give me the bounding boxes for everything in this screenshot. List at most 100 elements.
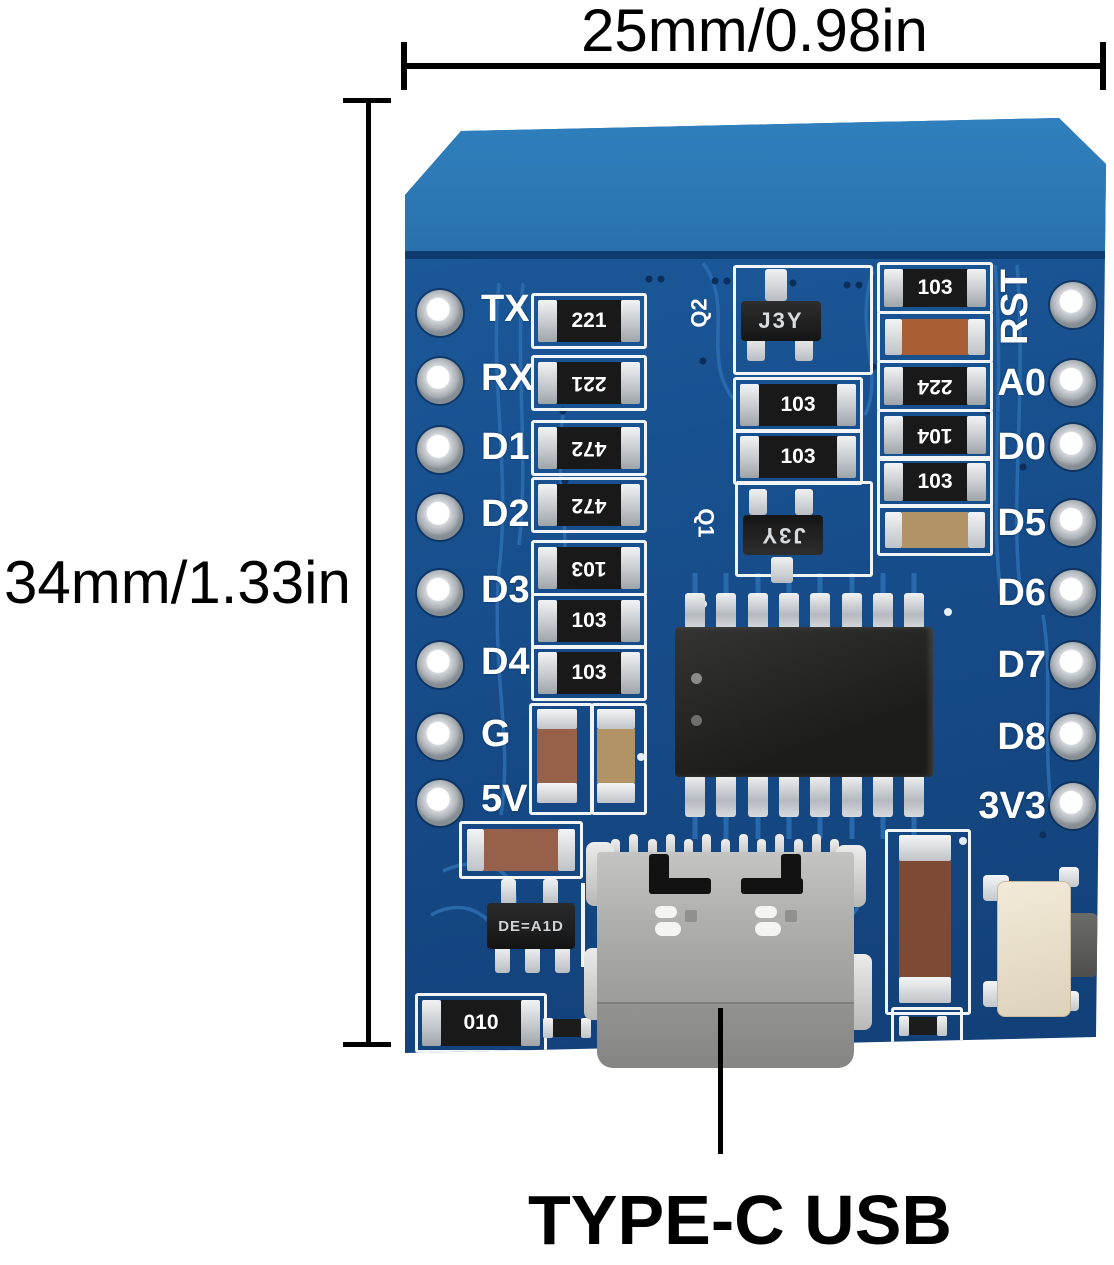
height-dimension-tick-bottom bbox=[343, 1042, 391, 1047]
type-c-connector bbox=[597, 852, 854, 1068]
transistor-pin bbox=[795, 335, 813, 361]
pin-label-d7: D7 bbox=[997, 644, 1046, 686]
pin-label-d0: D0 bbox=[997, 426, 1046, 468]
smd-component bbox=[899, 1013, 949, 1039]
usb-weld-dot bbox=[755, 922, 781, 936]
chip-pin bbox=[842, 593, 862, 629]
pin-hole-d6 bbox=[1050, 570, 1096, 616]
pin-hole-d0 bbox=[1050, 424, 1096, 470]
regulator-pin bbox=[501, 879, 516, 905]
chip-pin bbox=[810, 775, 830, 817]
pin-hole-rx bbox=[417, 358, 463, 404]
usb-weld-mark bbox=[685, 910, 697, 922]
usb-shell-lower bbox=[597, 1002, 854, 1068]
smd-code: 221 bbox=[557, 362, 621, 404]
pin-label-3v3: 3V3 bbox=[978, 785, 1046, 827]
smd-capacitor bbox=[885, 829, 971, 1015]
pin-label-rx: RX bbox=[481, 357, 534, 399]
smd-resistor: 103 bbox=[733, 377, 863, 433]
usb-pins bbox=[611, 834, 839, 864]
regulator-pin bbox=[543, 879, 558, 905]
usb-weld-mark bbox=[785, 910, 797, 922]
pin-label-d6: D6 bbox=[997, 572, 1046, 614]
smd-capacitor bbox=[537, 709, 577, 803]
smd-resistor: 103 bbox=[877, 456, 993, 508]
pin-hole-d1 bbox=[417, 427, 463, 473]
chip-pin bbox=[748, 775, 768, 817]
transistor-pin bbox=[749, 489, 767, 515]
antenna-region bbox=[405, 118, 1106, 259]
chip-pin bbox=[873, 593, 893, 629]
pin-label-5v: 5V bbox=[481, 778, 528, 820]
chip-pin bbox=[716, 593, 736, 629]
smd-resistor: 224 bbox=[877, 360, 993, 412]
pin-hole-d2 bbox=[417, 494, 463, 540]
transistor-q2: J3Y bbox=[741, 301, 821, 341]
pin-hole-d8 bbox=[1050, 714, 1096, 760]
pin-hole-d3 bbox=[417, 570, 463, 616]
smd-code: 472 bbox=[557, 427, 621, 469]
smd-resistor: 103 bbox=[531, 540, 647, 596]
soic16-chip bbox=[675, 627, 933, 777]
smd-capacitor bbox=[877, 311, 993, 363]
pin-hole-a0 bbox=[1050, 360, 1096, 406]
smd-capacitor bbox=[597, 709, 635, 803]
pin-hole-d7 bbox=[1050, 642, 1096, 688]
pin-hole-d5 bbox=[1050, 500, 1096, 546]
height-dimension-label: 34mm/1.33in bbox=[4, 549, 351, 616]
smd-resistor: 104 bbox=[877, 409, 993, 461]
usb-connector-label: TYPE-C USB bbox=[528, 1181, 952, 1259]
smd-code: 103 bbox=[903, 463, 967, 501]
smd-resistor: 010 bbox=[415, 993, 547, 1053]
pin-label-d2: D2 bbox=[481, 493, 530, 535]
smd-capacitor bbox=[591, 703, 647, 815]
smd-capacitor bbox=[877, 504, 993, 556]
usb-weld-dot bbox=[755, 906, 777, 918]
height-dimension-line bbox=[366, 100, 371, 1047]
smd-code: 103 bbox=[759, 436, 837, 478]
smd-code: 224 bbox=[903, 367, 967, 405]
transistor-outline bbox=[733, 265, 873, 375]
usb-weld-dot bbox=[655, 906, 677, 918]
pin-label-rst: RST bbox=[994, 269, 1036, 345]
chip-pin bbox=[685, 593, 705, 629]
regulator-pin bbox=[525, 947, 540, 973]
transistor-ref-q2: Q2 bbox=[686, 298, 712, 328]
pin-hole-5v bbox=[417, 780, 463, 826]
transistor-pin bbox=[747, 335, 765, 361]
transistor-pin bbox=[771, 557, 793, 583]
smd-code: 103 bbox=[557, 652, 621, 694]
smd-code: 010 bbox=[441, 1000, 521, 1046]
pin-hole-g bbox=[417, 714, 463, 760]
smd-resistor: 103 bbox=[531, 593, 647, 649]
pin-label-g: G bbox=[481, 713, 511, 755]
silkscreen-line bbox=[581, 883, 585, 967]
smd-code: 472 bbox=[557, 484, 621, 526]
pin-label-d4: D4 bbox=[481, 641, 530, 683]
pin-hole-tx bbox=[417, 290, 463, 336]
smd-code: 103 bbox=[903, 269, 967, 307]
transistor-q1: J3Y bbox=[743, 515, 823, 555]
width-dimension-tick-left bbox=[401, 42, 407, 90]
width-dimension-tick-right bbox=[1100, 42, 1106, 90]
pin-hole-3v3 bbox=[1050, 783, 1096, 829]
smd-code: 103 bbox=[557, 600, 621, 642]
pin-label-d8: D8 bbox=[997, 716, 1046, 758]
chip-pin bbox=[685, 775, 705, 817]
pcb-board: TX RX D1 D2 D3 D4 G 5V RST A0 D0 D5 D6 D… bbox=[405, 118, 1106, 1053]
chip-pin bbox=[779, 775, 799, 817]
width-dimension-line bbox=[403, 63, 1106, 69]
smd-capacitor bbox=[459, 821, 583, 879]
smd-code: 103 bbox=[759, 384, 837, 426]
width-dimension-label: 25mm/0.98in bbox=[581, 0, 928, 64]
smd-resistor: 221 bbox=[531, 355, 647, 411]
pin-hole-rst bbox=[1050, 282, 1096, 328]
smd-capacitor bbox=[899, 835, 951, 1003]
usb-anchor-slot bbox=[649, 878, 711, 894]
voltage-regulator: DE=A1D bbox=[487, 903, 575, 949]
transistor-pin bbox=[795, 489, 813, 515]
usb-weld-dot bbox=[655, 922, 681, 936]
chip-pin bbox=[842, 775, 862, 817]
reset-button bbox=[997, 881, 1071, 1017]
